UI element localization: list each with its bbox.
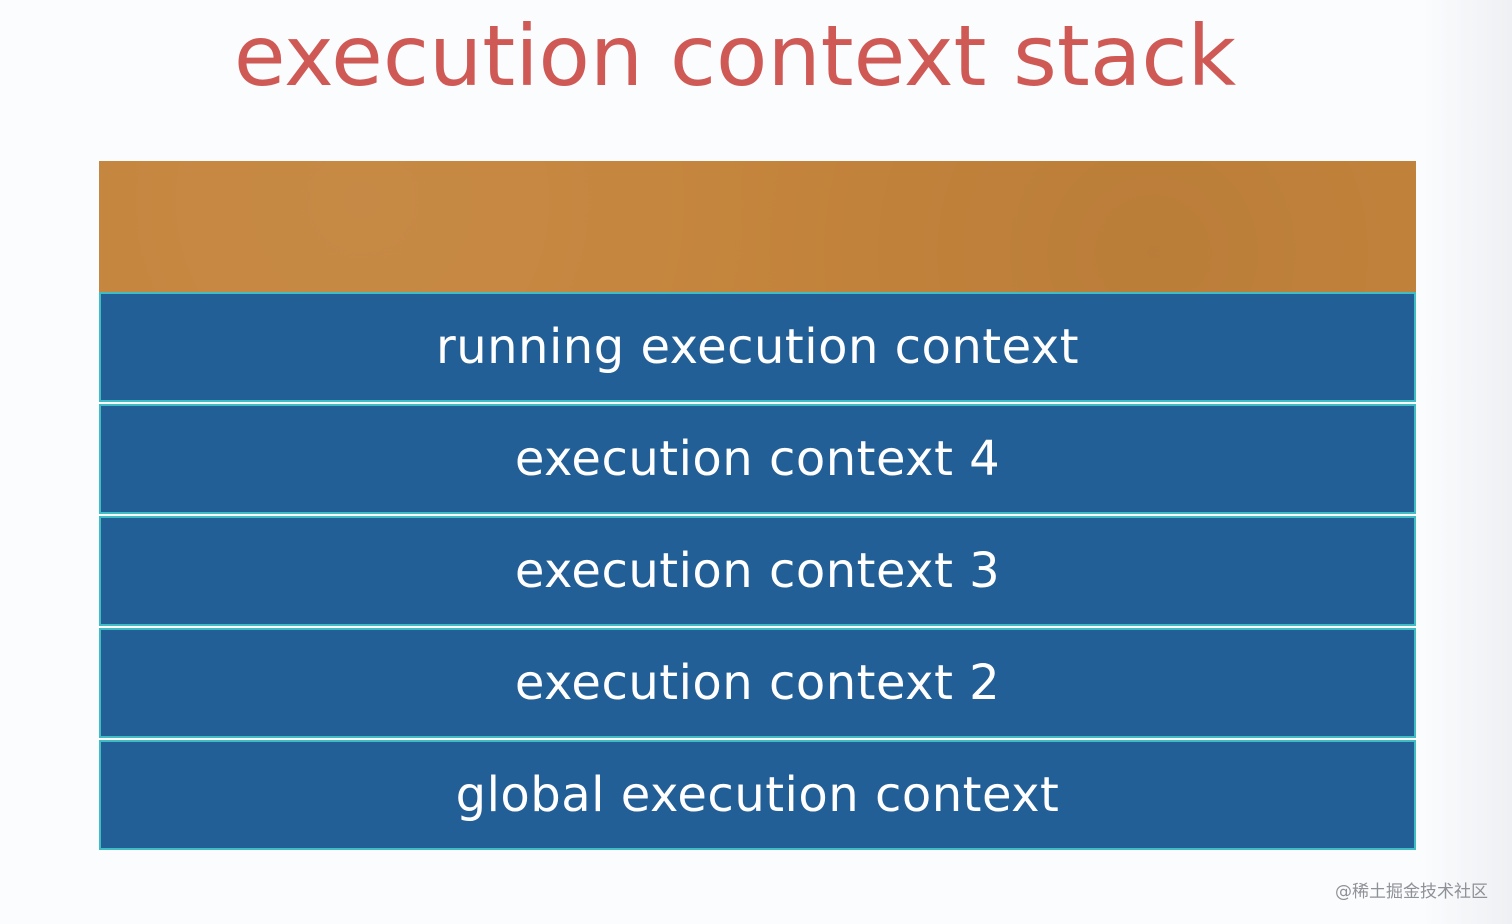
- stack-layer-2: execution context 2: [99, 628, 1416, 738]
- stack-layer-global: global execution context: [99, 740, 1416, 850]
- stack-layer-4: execution context 4: [99, 404, 1416, 514]
- watermark: @稀土掘金技术社区: [1335, 882, 1488, 902]
- stack-layer-label: execution context 3: [514, 543, 1001, 599]
- stack-top-empty-area: [99, 161, 1416, 292]
- stack-layer-running: running execution context: [99, 292, 1416, 402]
- stack-layer-label: running execution context: [435, 319, 1080, 375]
- stack-layer-label: execution context 4: [514, 431, 1001, 487]
- diagram-title: execution context stack: [233, 7, 1237, 105]
- stack-layer-3: execution context 3: [99, 516, 1416, 626]
- stack-layer-label: execution context 2: [514, 655, 1001, 711]
- stack-layer-label: global execution context: [455, 767, 1060, 823]
- execution-context-stack: running execution context execution cont…: [99, 161, 1416, 851]
